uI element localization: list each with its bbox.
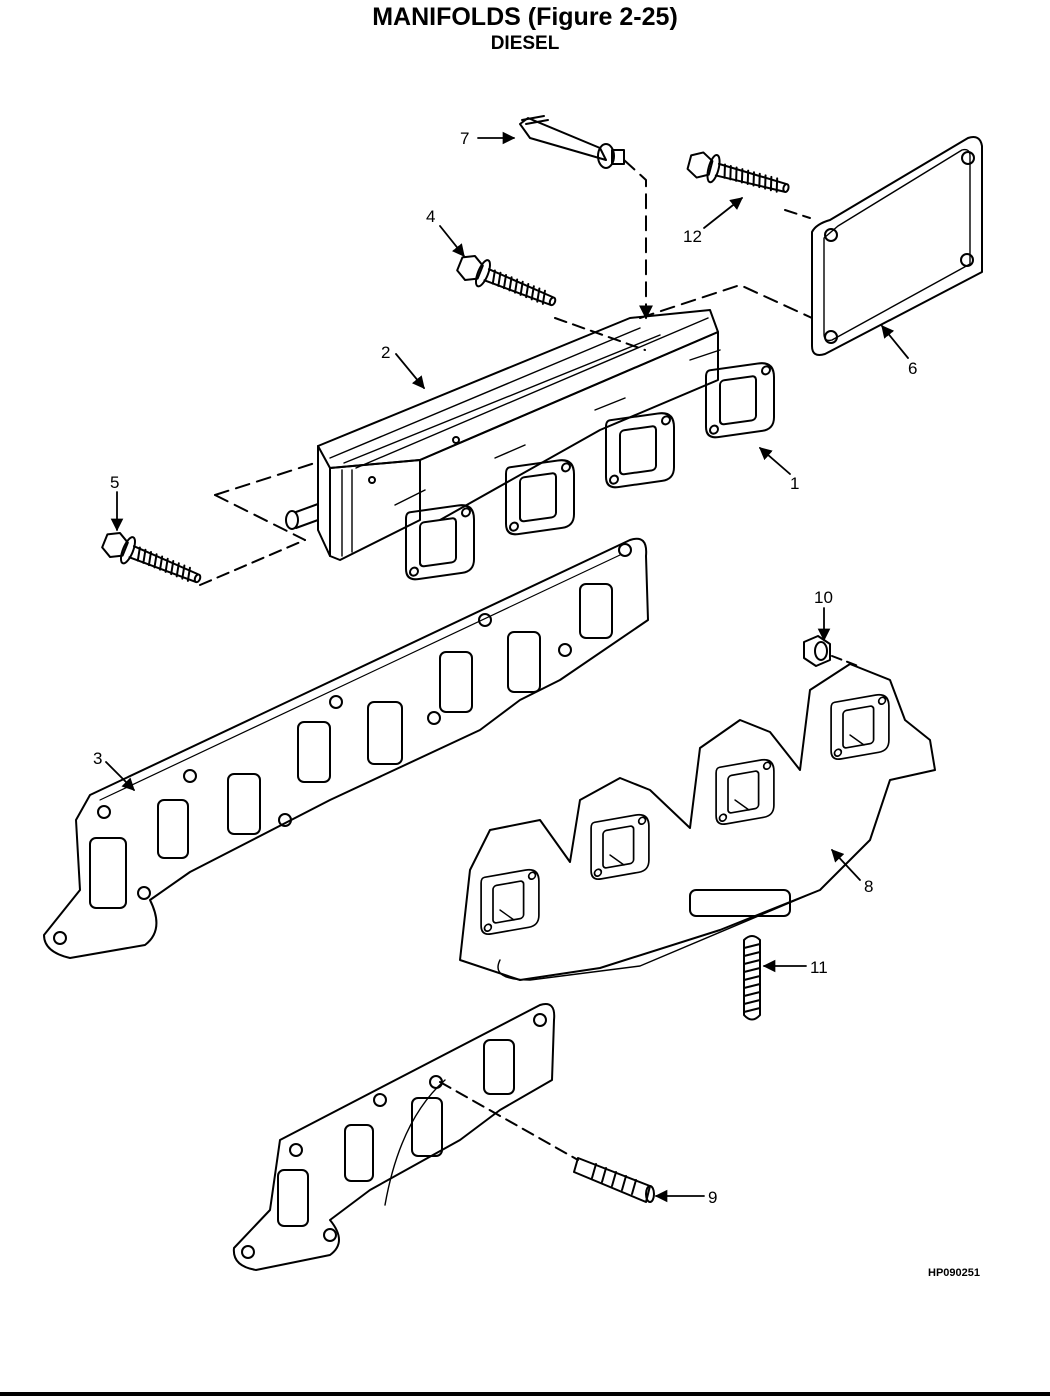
stud-11 <box>743 935 761 1021</box>
callout-10: 10 <box>814 588 833 607</box>
gasket-large <box>43 537 649 959</box>
figure-id: HP090251 <box>928 1267 980 1279</box>
exhaust-manifold <box>459 663 936 981</box>
callout-9: 9 <box>708 1188 717 1207</box>
footer-rule <box>0 1392 1050 1396</box>
callout-6: 6 <box>908 359 917 378</box>
callout-7: 7 <box>460 129 469 148</box>
callout-12: 12 <box>683 227 702 246</box>
bolt-4 <box>453 249 646 351</box>
stud-9 <box>439 1081 655 1203</box>
leader-lines <box>105 131 909 1203</box>
page-title: MANIFOLDS (Figure 2-25) <box>372 3 678 31</box>
callout-4: 4 <box>426 207 435 226</box>
page-subtitle: DIESEL <box>490 33 560 54</box>
callout-2: 2 <box>381 343 390 362</box>
callout-11: 11 <box>810 958 828 977</box>
callout-5: 5 <box>110 473 119 492</box>
bolt-12 <box>684 147 811 219</box>
callout-3: 3 <box>93 749 102 768</box>
callout-8: 8 <box>864 877 873 896</box>
intake-manifold <box>214 284 813 582</box>
cover-plate <box>811 136 983 356</box>
callout-1: 1 <box>790 474 799 493</box>
sealant-tube <box>519 115 653 320</box>
gasket-small <box>232 1003 556 1271</box>
nut-10 <box>803 635 859 667</box>
bolt-5 <box>98 526 306 594</box>
